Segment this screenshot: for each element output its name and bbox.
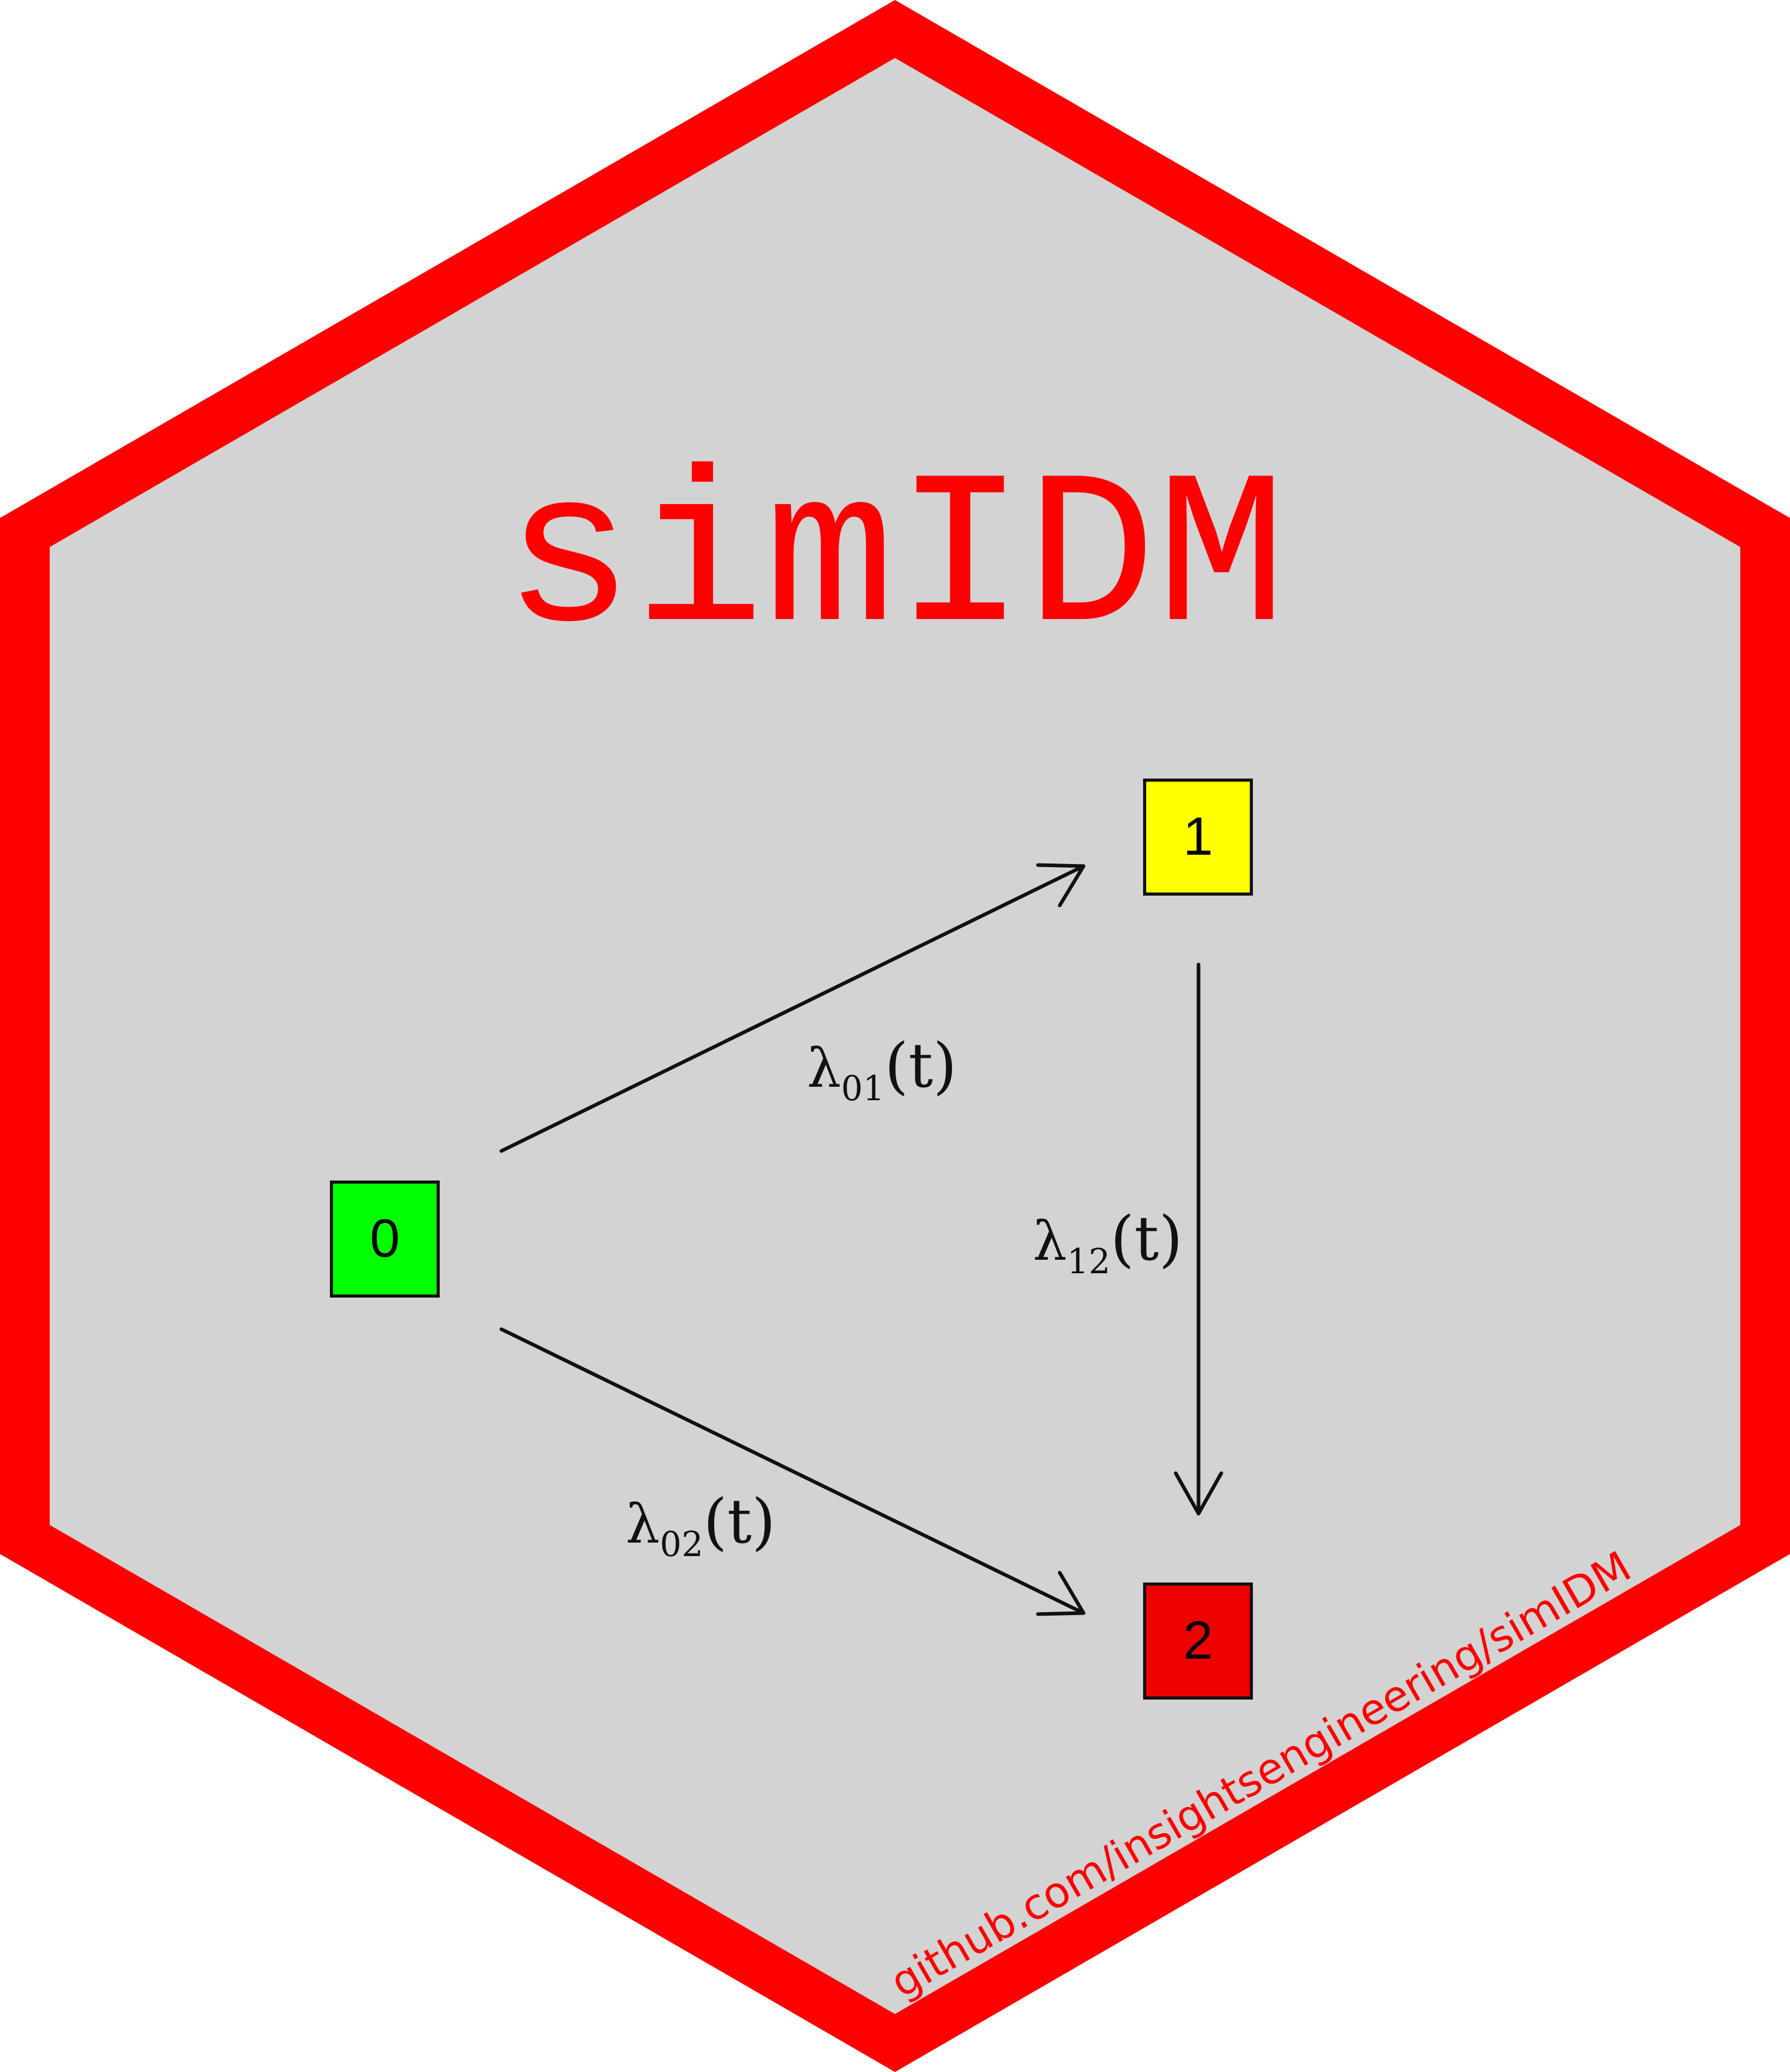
- rate-01-subscript: 01: [841, 1069, 885, 1109]
- arrow-0-to-2-head: [1036, 1571, 1086, 1616]
- hex-background: [50, 58, 1740, 2014]
- state-box-1: 1: [1143, 779, 1253, 896]
- rate-label-01: λ01(t): [807, 1030, 957, 1109]
- arrow-0-to-1: [499, 864, 1086, 1153]
- state-2-box: [1143, 1582, 1253, 1700]
- rate-01-symbol: λ: [807, 1037, 841, 1100]
- arrow-0-to-1-head: [1036, 863, 1086, 908]
- state-0-label: 0: [370, 1208, 400, 1269]
- state-2-label: 2: [1183, 1610, 1213, 1671]
- transition-arrows: [499, 863, 1223, 1616]
- rate-12-subscript: 12: [1067, 1242, 1110, 1282]
- rate-12-symbol: λ: [1033, 1210, 1067, 1273]
- rate-label-12: λ12(t): [1033, 1203, 1182, 1282]
- state-box-2: 2: [1143, 1582, 1253, 1700]
- state-box-0: 0: [330, 1181, 440, 1298]
- rate-02-symbol: λ: [626, 1492, 660, 1556]
- rate-02-arg: (t): [703, 1486, 776, 1557]
- state-0-box: [330, 1181, 440, 1298]
- arrow-0-to-2: [499, 1327, 1086, 1615]
- state-1-box: [1143, 779, 1253, 896]
- rate-02-subscript: 02: [660, 1524, 703, 1564]
- rate-12-arg: (t): [1110, 1203, 1183, 1274]
- arrow-1-to-2-head: [1174, 1471, 1223, 1516]
- rate-label-02: λ02(t): [626, 1486, 775, 1564]
- logo-title: simIDM: [503, 438, 1287, 685]
- rate-01-arg: (t): [885, 1030, 957, 1101]
- state-1-label: 1: [1183, 807, 1213, 867]
